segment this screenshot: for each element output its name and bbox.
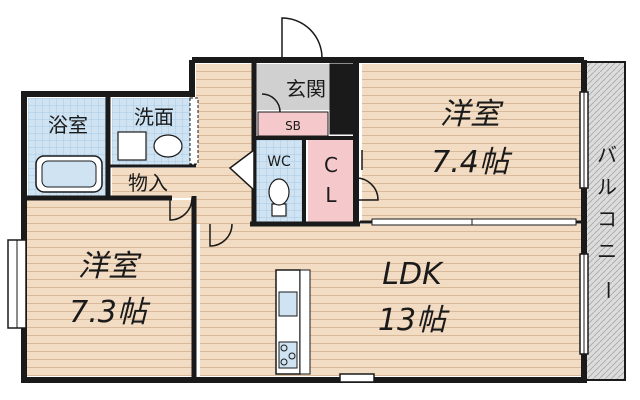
hallway-floor: [196, 64, 254, 224]
entrance-label: 玄関: [286, 77, 326, 101]
bathtub-inner: [41, 160, 97, 188]
balcony-char-5: ー: [596, 280, 620, 300]
western-room-2-floor: [26, 200, 192, 376]
door-swings: [169, 17, 379, 247]
kitchen-counter: [275, 269, 311, 375]
balcony-char-1: バ: [597, 143, 617, 167]
shoe-box-label: SB: [285, 119, 301, 133]
washbasin-cabinet: [117, 131, 147, 161]
balcony-char-2: ル: [597, 175, 617, 199]
balcony-char-4: ニ: [597, 239, 617, 263]
closet-label-l: L: [325, 183, 337, 207]
bath-label: 浴室: [48, 113, 88, 137]
shoe-box: [257, 111, 329, 137]
ldk-floor: [200, 224, 582, 376]
western-room-2-size: 7.3帖: [69, 295, 151, 330]
western-room-2-name: 洋室: [78, 249, 142, 284]
balcony-char-3: コ: [597, 207, 617, 231]
storage-floor: [112, 168, 196, 198]
western-room-1-floor: [362, 64, 582, 222]
toilet-label: WC: [267, 154, 291, 170]
ldk-size: 13帖: [378, 303, 450, 338]
toilet-icon: [268, 178, 290, 217]
sliding-doors: [371, 218, 577, 226]
storage-label: 物入: [128, 171, 168, 195]
western-room-1-name: 洋室: [440, 97, 504, 132]
western-room-1-size: 7.4帖: [431, 145, 513, 180]
windows: [7, 91, 589, 383]
washbasin: [153, 134, 183, 158]
ldk-name: LDK: [382, 257, 444, 292]
closet-label-c: C: [324, 153, 338, 177]
closet-floor: [308, 140, 354, 222]
washroom-label: 洗面: [134, 105, 174, 129]
